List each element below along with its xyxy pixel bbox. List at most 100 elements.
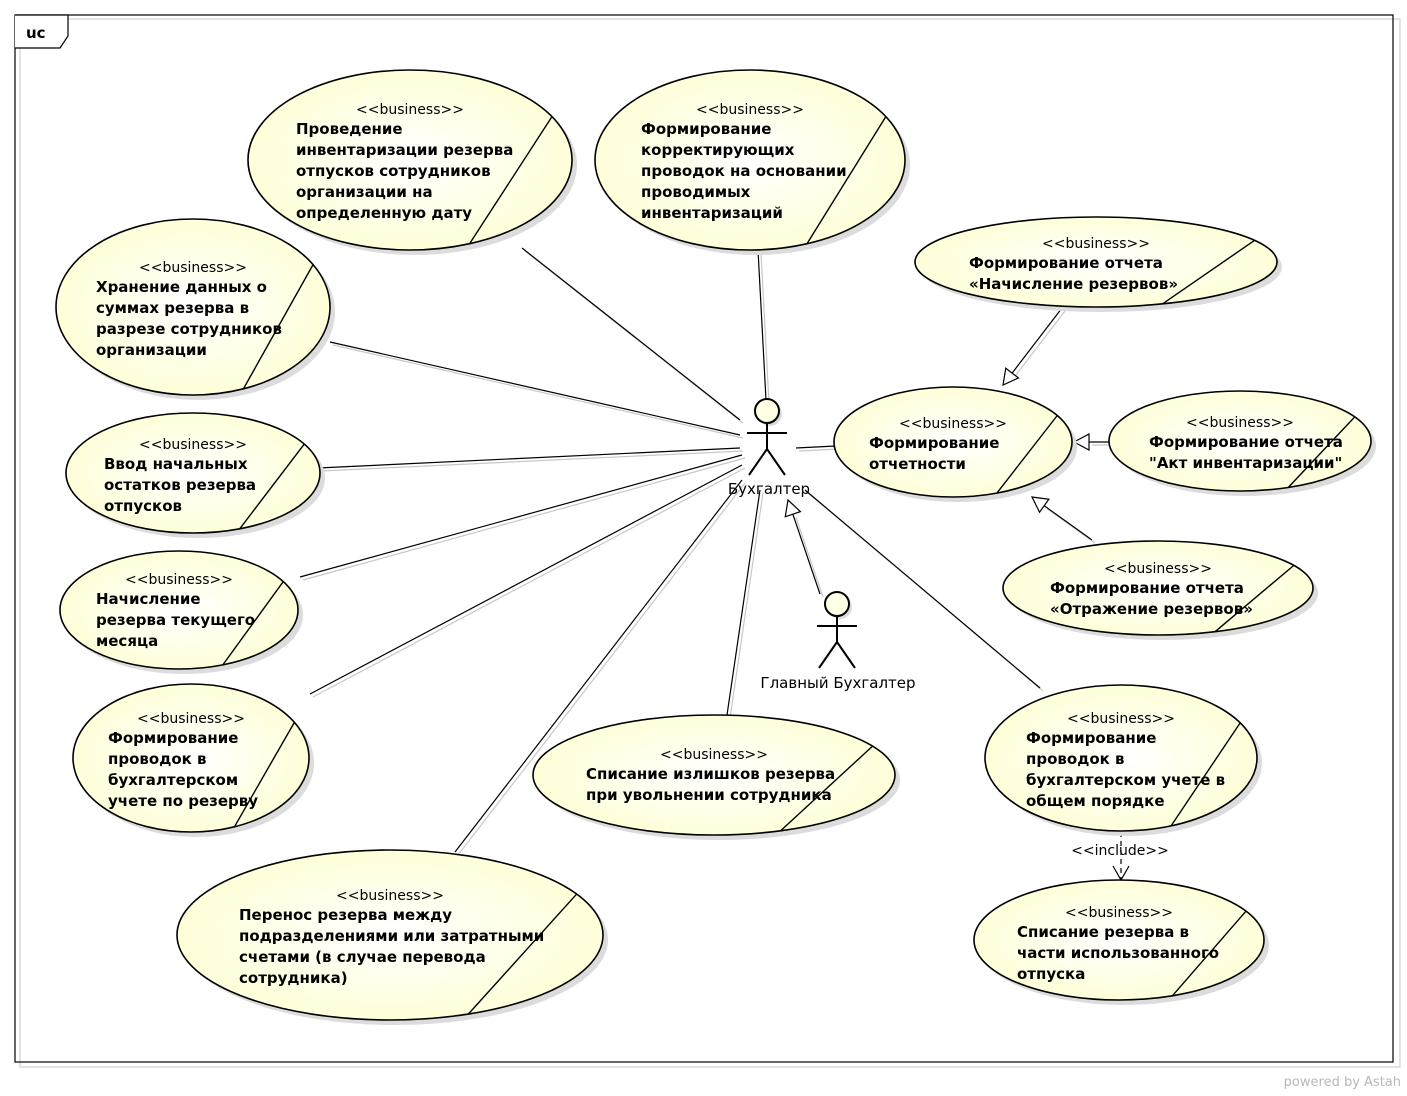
association-shadow — [760, 252, 770, 404]
use-case-uc11[interactable]: <<business>>Формирование отчета"Акт инве… — [1108, 390, 1376, 496]
use-case-name-line: проводок на основании — [641, 162, 847, 180]
use-case-uc12[interactable]: <<business>>Формирование отчета«Отражени… — [1002, 540, 1318, 640]
use-case-name-line: корректирующих — [641, 141, 795, 159]
use-case-name-line: части использованного — [1017, 944, 1219, 962]
business-corner-line — [1287, 416, 1356, 488]
actor-right-leg — [766, 448, 786, 476]
use-case-name-line: проводимых — [641, 183, 751, 201]
generalization-shadow — [795, 517, 824, 598]
use-case-name-line: Формирование отчета — [969, 254, 1163, 272]
actor-accountant[interactable]: Бухгалтер — [728, 398, 810, 498]
use-case-uc7[interactable]: <<business>>Перенос резерва междуподразд… — [176, 849, 608, 1025]
stereotype-label: <<business>> — [137, 711, 245, 727]
business-corner-line — [1214, 564, 1295, 633]
actor-chief[interactable]: Главный Бухгалтер — [760, 591, 916, 692]
use-case-ellipse — [833, 386, 1073, 498]
frame-tab — [15, 14, 69, 49]
use-case-ellipse — [59, 550, 299, 670]
use-case-name-line: остатков резерва — [104, 476, 256, 494]
use-case-ellipse — [984, 684, 1258, 832]
stereotype-label: <<business>> — [139, 260, 247, 276]
use-case-name-line: суммах резерва в — [96, 299, 249, 317]
actor-head — [824, 591, 850, 617]
use-case-uc9[interactable]: <<business>> Формирование отчетности — [833, 386, 1077, 502]
use-case-name-line: Начисление — [96, 590, 201, 608]
stereotype-label: <<business>> — [1042, 236, 1150, 252]
association-line-uc3 — [329, 341, 741, 436]
use-case-name-line: месяца — [96, 632, 158, 650]
use-case-name-line: Формирование — [641, 120, 771, 138]
actor-left-leg — [748, 448, 768, 476]
business-corner-line — [806, 116, 887, 245]
use-case-uc2[interactable]: <<business>> Формирование корректирующих пр… — [594, 69, 910, 255]
use-case-name-line: отчетности — [869, 455, 966, 473]
use-case-name-line: общем порядке — [1026, 792, 1165, 810]
gen-report-reflection-line — [1043, 505, 1093, 541]
business-corner-line — [780, 745, 874, 832]
actor-left-leg — [818, 641, 838, 669]
powered-by-footer: powered by Astah — [1283, 1075, 1401, 1090]
stereotype-label: <<business>> — [696, 102, 804, 118]
use-case-uc8[interactable]: <<business>>Списание излишков резервапри… — [532, 714, 900, 840]
stereotype-label: <<business>> — [336, 888, 444, 904]
use-case-ellipse — [914, 216, 1278, 308]
business-corner-line — [239, 443, 305, 530]
business-corner-line — [1162, 239, 1256, 305]
association-shadow — [332, 344, 744, 439]
association-line-uc2 — [757, 249, 767, 401]
use-case-ellipse — [55, 218, 331, 396]
business-corner-line — [469, 116, 553, 245]
gen-chief-accountant-arrowhead — [784, 498, 802, 518]
actor-name: Главный Бухгалтер — [760, 674, 915, 692]
actor-name: Бухгалтер — [728, 480, 810, 498]
association-line-uc7 — [454, 479, 743, 853]
use-case-name-line: проводок в — [108, 750, 207, 768]
association-line-uc9 — [795, 445, 837, 449]
use-case-uc10[interactable]: <<business>> Формирование отчета «Начислен… — [914, 216, 1282, 312]
actor-right-leg — [836, 641, 856, 669]
gen-chief-accountant-line — [792, 514, 821, 595]
business-corner-line — [996, 415, 1058, 494]
use-case-name-line: Ввод начальных — [104, 455, 248, 473]
association-line-uc5 — [299, 454, 743, 578]
stereotype-label: <<business>> — [1104, 561, 1212, 577]
business-corner-line — [242, 264, 314, 390]
gen-report-accrual-line — [1011, 307, 1063, 374]
frame-label: uc — [26, 24, 46, 42]
use-case-name-line: Хранение данных о — [96, 278, 267, 296]
use-case-name-line: Формирование отчета — [1149, 433, 1343, 451]
use-case-ellipse — [594, 69, 906, 251]
association-shadow — [320, 450, 744, 472]
gen-report-inventory-arrowhead — [1072, 433, 1090, 451]
stereotype-label: <<business>> — [139, 437, 247, 453]
use-case-name-line: отпусков — [104, 497, 182, 515]
use-case-name-line: при увольнении сотрудника — [586, 786, 832, 804]
association-shadow — [302, 457, 746, 581]
use-case-uc3[interactable]: <<business>> Хранение данных о суммах резе… — [55, 218, 335, 400]
use-case-name-line: счетами (в случае перевода — [239, 948, 486, 966]
use-case-name-line: Формирование — [869, 434, 999, 452]
stereotype-label: <<business>> — [1186, 415, 1294, 431]
use-case-name-line: бухгалтерском учете в — [1026, 771, 1225, 789]
association-line-uc6 — [309, 464, 743, 695]
business-corner-line — [1171, 910, 1247, 997]
business-corner-line — [233, 722, 296, 828]
use-case-ellipse — [72, 683, 310, 833]
business-corner-line — [222, 581, 284, 666]
diagram-frame — [14, 14, 1394, 1063]
use-case-name-line: «Начисление резервов» — [969, 275, 1178, 293]
association-shadow — [312, 467, 746, 698]
stereotype-label: <<business>> — [899, 416, 1007, 432]
use-case-name-line: инвентаризаций — [641, 204, 783, 222]
use-case-uc4[interactable]: <<business>> Ввод начальных остатков резер… — [65, 412, 325, 538]
use-case-name-line: «Отражение резервов» — [1050, 600, 1253, 618]
use-case-name-line: организации на — [296, 183, 433, 201]
association-shadow — [798, 448, 840, 452]
